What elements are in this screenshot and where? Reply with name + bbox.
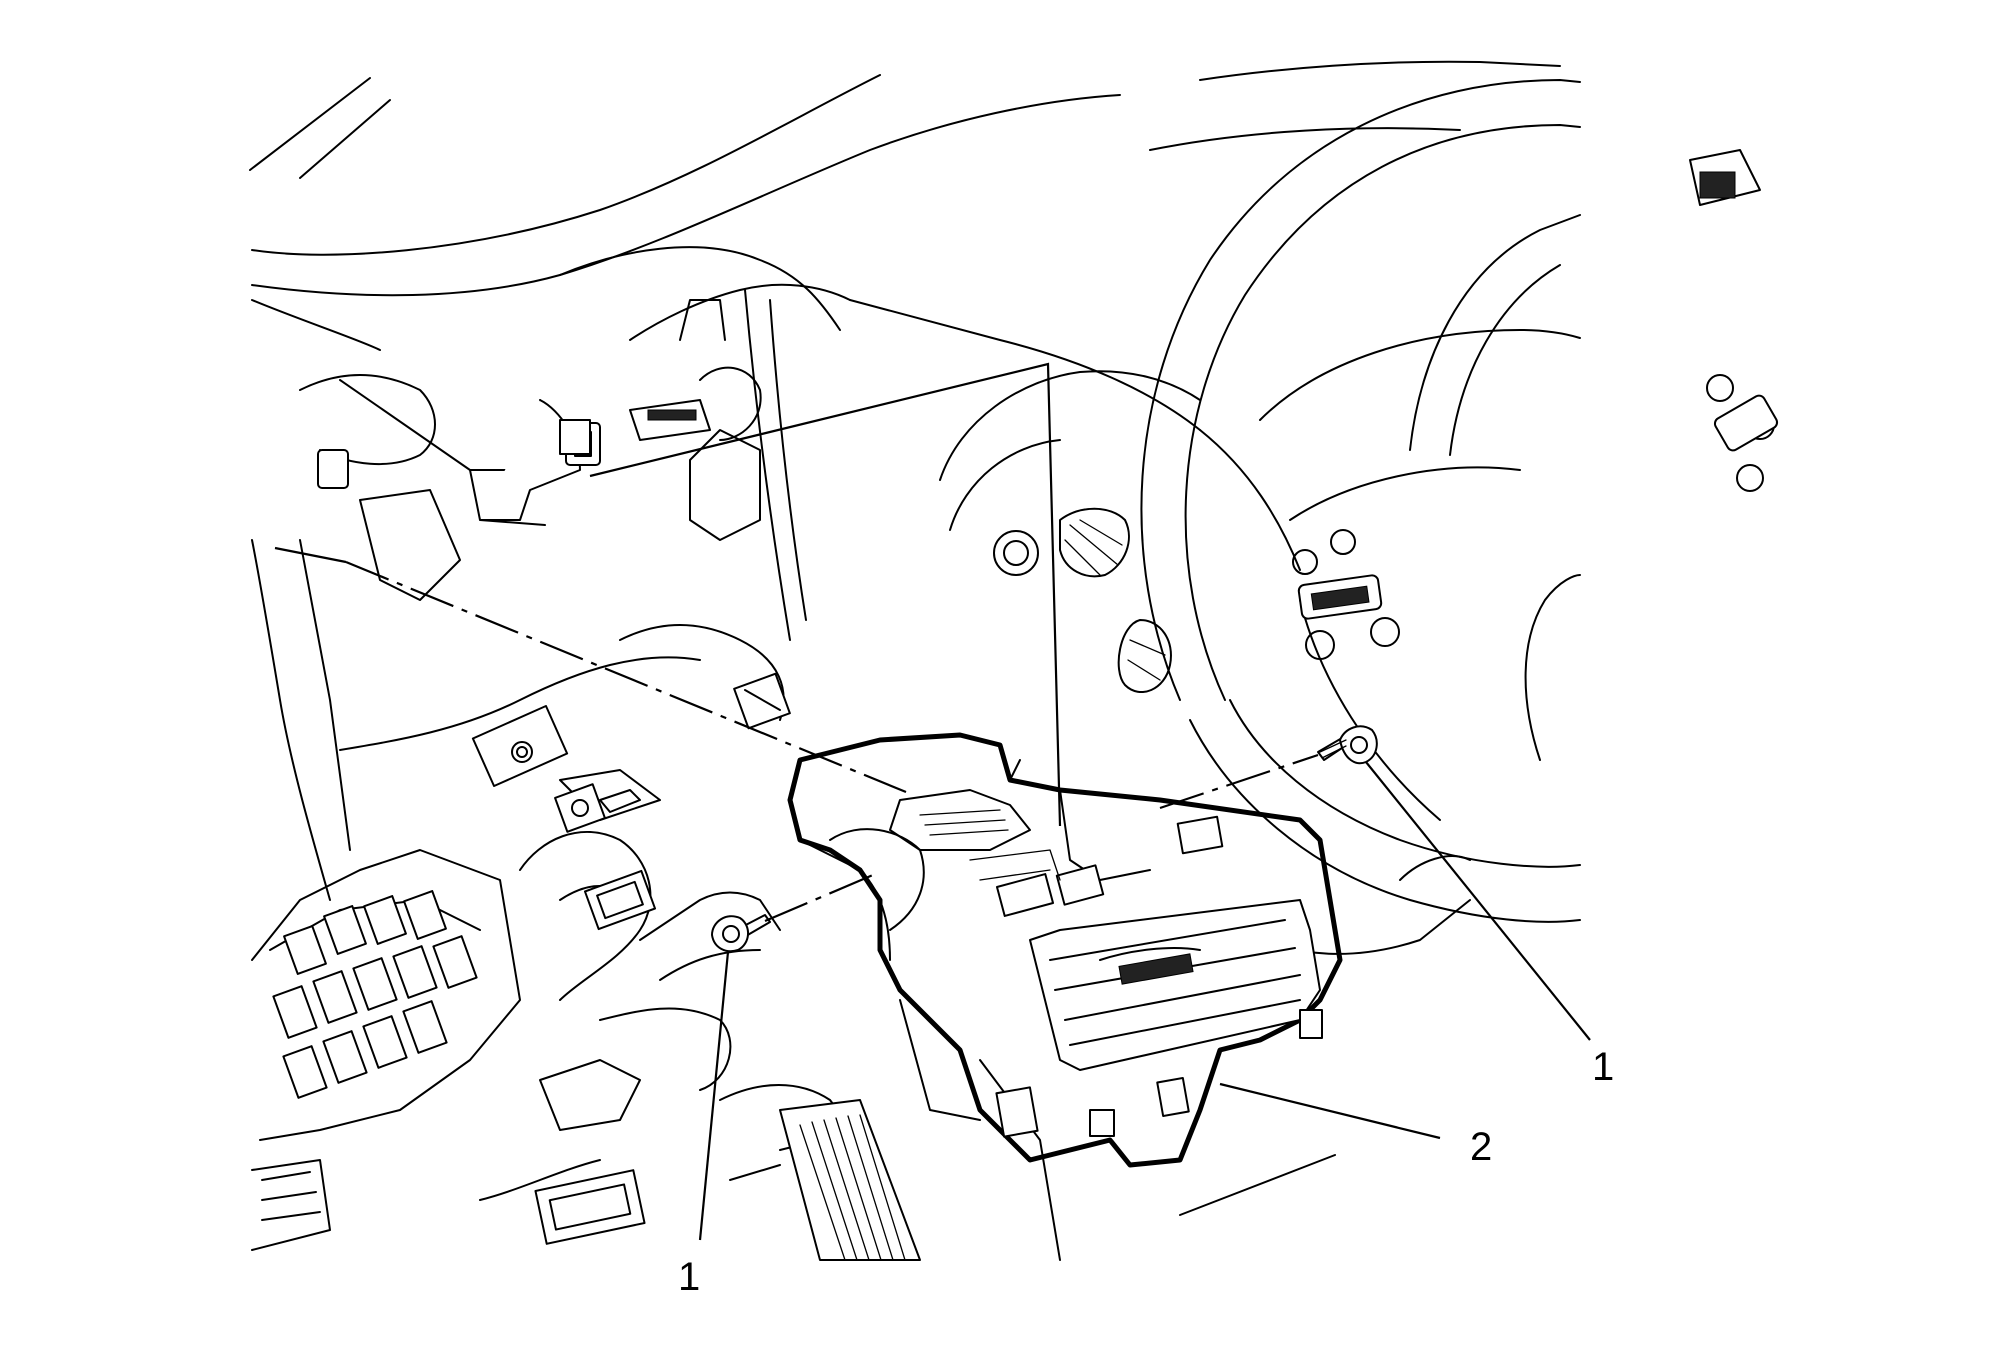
fuse-block — [251, 849, 521, 1251]
alignment-lines — [274, 362, 1319, 923]
callout-fastener-left: 1 — [678, 1255, 700, 1299]
leader-lines — [698, 761, 1591, 1241]
callout-instrument-panel-component: 2 — [1470, 1125, 1492, 1169]
accelerator-pedal — [729, 1099, 921, 1261]
steering-wheel — [1140, 79, 1779, 923]
cluster-hood — [939, 370, 1201, 694]
fastener-right — [1317, 725, 1378, 765]
a-pillar — [629, 283, 1301, 641]
left-dash-structure — [251, 299, 791, 901]
fastener-left — [711, 914, 771, 953]
steering-column — [479, 831, 881, 1261]
callout-fastener-right: 1 — [1592, 1045, 1614, 1089]
windshield-outline — [249, 60, 1561, 331]
instrument-panel-component — [787, 732, 1343, 1168]
